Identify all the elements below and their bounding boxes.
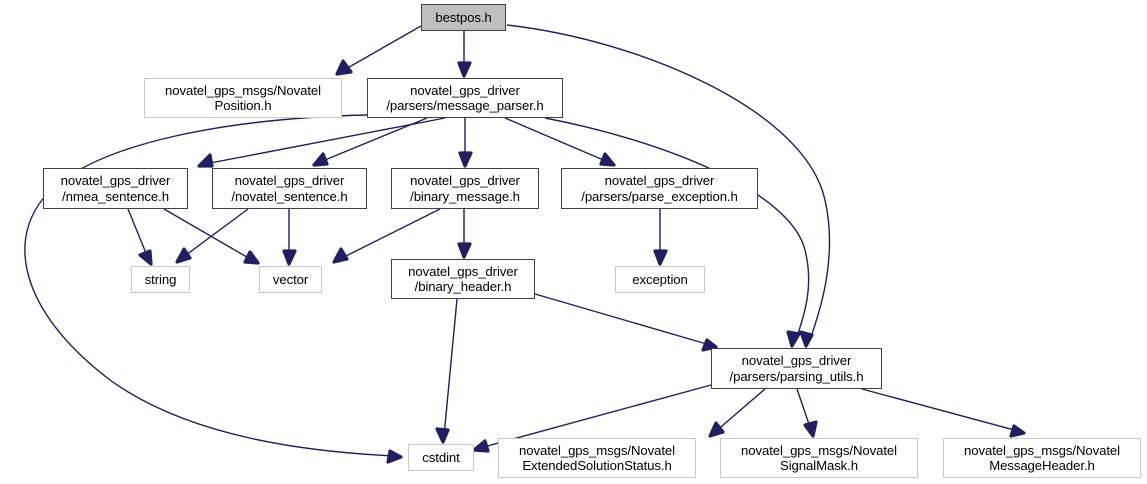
node-message_parser[interactable]: novatel_gps_driver /parsers/message_pars… (367, 78, 563, 118)
node-cstdint[interactable]: cstdint (408, 444, 474, 471)
arrowhead-message_parser-to-nmea_sentence (197, 153, 214, 168)
node-extended_solution_status[interactable]: novatel_gps_msgs/Novatel ExtendedSolutio… (498, 438, 696, 478)
node-nmea_sentence[interactable]: novatel_gps_driver /nmea_sentence.h (43, 168, 188, 209)
arrowhead-parsing_utils-to-extended_solution_status (708, 421, 725, 438)
edge-binary_header-to-cstdint (443, 298, 458, 437)
edge-bestpos-to-novatel_position (336, 25, 422, 75)
node-novatel_sentence[interactable]: novatel_gps_driver /novatel_sentence.h (212, 168, 367, 209)
node-label-binary_header: novatel_gps_driver /binary_header.h (408, 263, 518, 295)
node-label-parsing_utils: novatel_gps_driver /parsers/parsing_util… (729, 353, 864, 384)
edge-bestpos-to-parsing_utils (506, 24, 831, 341)
edge-binary_message-to-vector (339, 208, 441, 260)
edge-parsing_utils-to-message_header (861, 388, 1019, 432)
edge-message_parser-to-cstdint (24, 114, 396, 457)
node-label-signal_mask: novatel_gps_msgs/Novatel SignalMask.h (741, 442, 897, 474)
arrowhead-binary_message-to-vector (332, 247, 349, 264)
arrowhead-nmea_sentence-to-string (138, 249, 153, 266)
node-label-message_header: novatel_gps_msgs/Novatel MessageHeader.h (964, 442, 1120, 474)
arrowhead-bestpos-to-message_parser (457, 61, 472, 78)
node-exception[interactable]: exception (615, 266, 705, 293)
arrowhead-message_parser-to-cstdint (386, 449, 403, 464)
edge-message_parser-to-novatel_sentence (319, 117, 428, 163)
arrowhead-message_parser-to-novatel_sentence (312, 152, 329, 167)
node-label-bestpos: bestpos.h (435, 9, 492, 25)
node-label-parse_exception: novatel_gps_driver /parsers/parse_except… (581, 173, 738, 204)
node-label-extended_solution_status: novatel_gps_msgs/Novatel ExtendedSolutio… (519, 442, 675, 474)
node-bestpos[interactable]: bestpos.h (421, 4, 506, 31)
arrowhead-bestpos-to-parsing_utils (799, 330, 814, 348)
arrowhead-bestpos-to-novatel_position (335, 59, 353, 76)
edge-nmea_sentence-to-vector (163, 208, 253, 261)
arrowhead-parsing_utils-to-cstdint (472, 439, 490, 453)
arrowhead-parsing_utils-to-message_header (1009, 424, 1026, 438)
edge-parsing_utils-to-extended_solution_status (714, 388, 766, 433)
arrowhead-novatel_sentence-to-string (175, 247, 192, 264)
node-string[interactable]: string (131, 266, 190, 293)
arrowhead-message_parser-to-binary_message (458, 151, 473, 168)
node-message_header[interactable]: novatel_gps_msgs/Novatel MessageHeader.h (943, 438, 1141, 478)
node-vector[interactable]: vector (259, 266, 322, 293)
arrowhead-binary_message-to-binary_header (457, 242, 472, 259)
node-label-novatel_position: novatel_gps_msgs/Novatel Position.h (165, 82, 321, 114)
node-label-binary_message: novatel_gps_driver /binary_message.h (410, 173, 520, 204)
node-label-message_parser: novatel_gps_driver /parsers/message_pars… (386, 82, 544, 114)
arrowhead-binary_header-to-parsing_utils (701, 338, 718, 352)
edge-novatel_sentence-to-string (181, 208, 249, 259)
node-label-nmea_sentence: novatel_gps_driver /nmea_sentence.h (60, 173, 171, 204)
node-label-vector: vector (272, 271, 309, 287)
node-label-exception: exception (632, 271, 688, 287)
edge-message_parser-to-parse_exception (504, 117, 609, 163)
arrowhead-nmea_sentence-to-vector (243, 250, 260, 265)
node-label-novatel_sentence: novatel_gps_driver /novatel_sentence.h (231, 173, 348, 204)
node-parsing_utils[interactable]: novatel_gps_driver /parsers/parsing_util… (711, 348, 882, 389)
edge-message_parser-to-parsing_utils (544, 117, 810, 341)
edge-parsing_utils-to-cstdint (479, 384, 712, 449)
node-binary_header[interactable]: novatel_gps_driver /binary_header.h (391, 259, 535, 299)
edge-message_parser-to-nmea_sentence (204, 117, 446, 165)
edge-binary_header-to-parsing_utils (534, 293, 711, 346)
arrowhead-message_parser-to-parsing_utils (786, 330, 801, 348)
node-parse_exception[interactable]: novatel_gps_driver /parsers/parse_except… (561, 168, 758, 209)
node-label-cstdint: cstdint (422, 449, 460, 465)
arrowhead-parsing_utils-to-signal_mask (803, 420, 818, 438)
node-binary_message[interactable]: novatel_gps_driver /binary_message.h (391, 168, 539, 209)
arrowhead-binary_header-to-cstdint (435, 427, 450, 444)
arrowhead-novatel_sentence-to-vector (282, 249, 297, 266)
arrowhead-parse_exception-to-exception (653, 249, 668, 266)
arrowhead-message_parser-to-parse_exception (599, 152, 616, 167)
edge-nmea_sentence-to-string (127, 208, 149, 259)
node-signal_mask[interactable]: novatel_gps_msgs/Novatel SignalMask.h (720, 438, 918, 478)
node-label-string: string (144, 271, 177, 287)
node-novatel_position[interactable]: novatel_gps_msgs/Novatel Position.h (144, 78, 342, 118)
